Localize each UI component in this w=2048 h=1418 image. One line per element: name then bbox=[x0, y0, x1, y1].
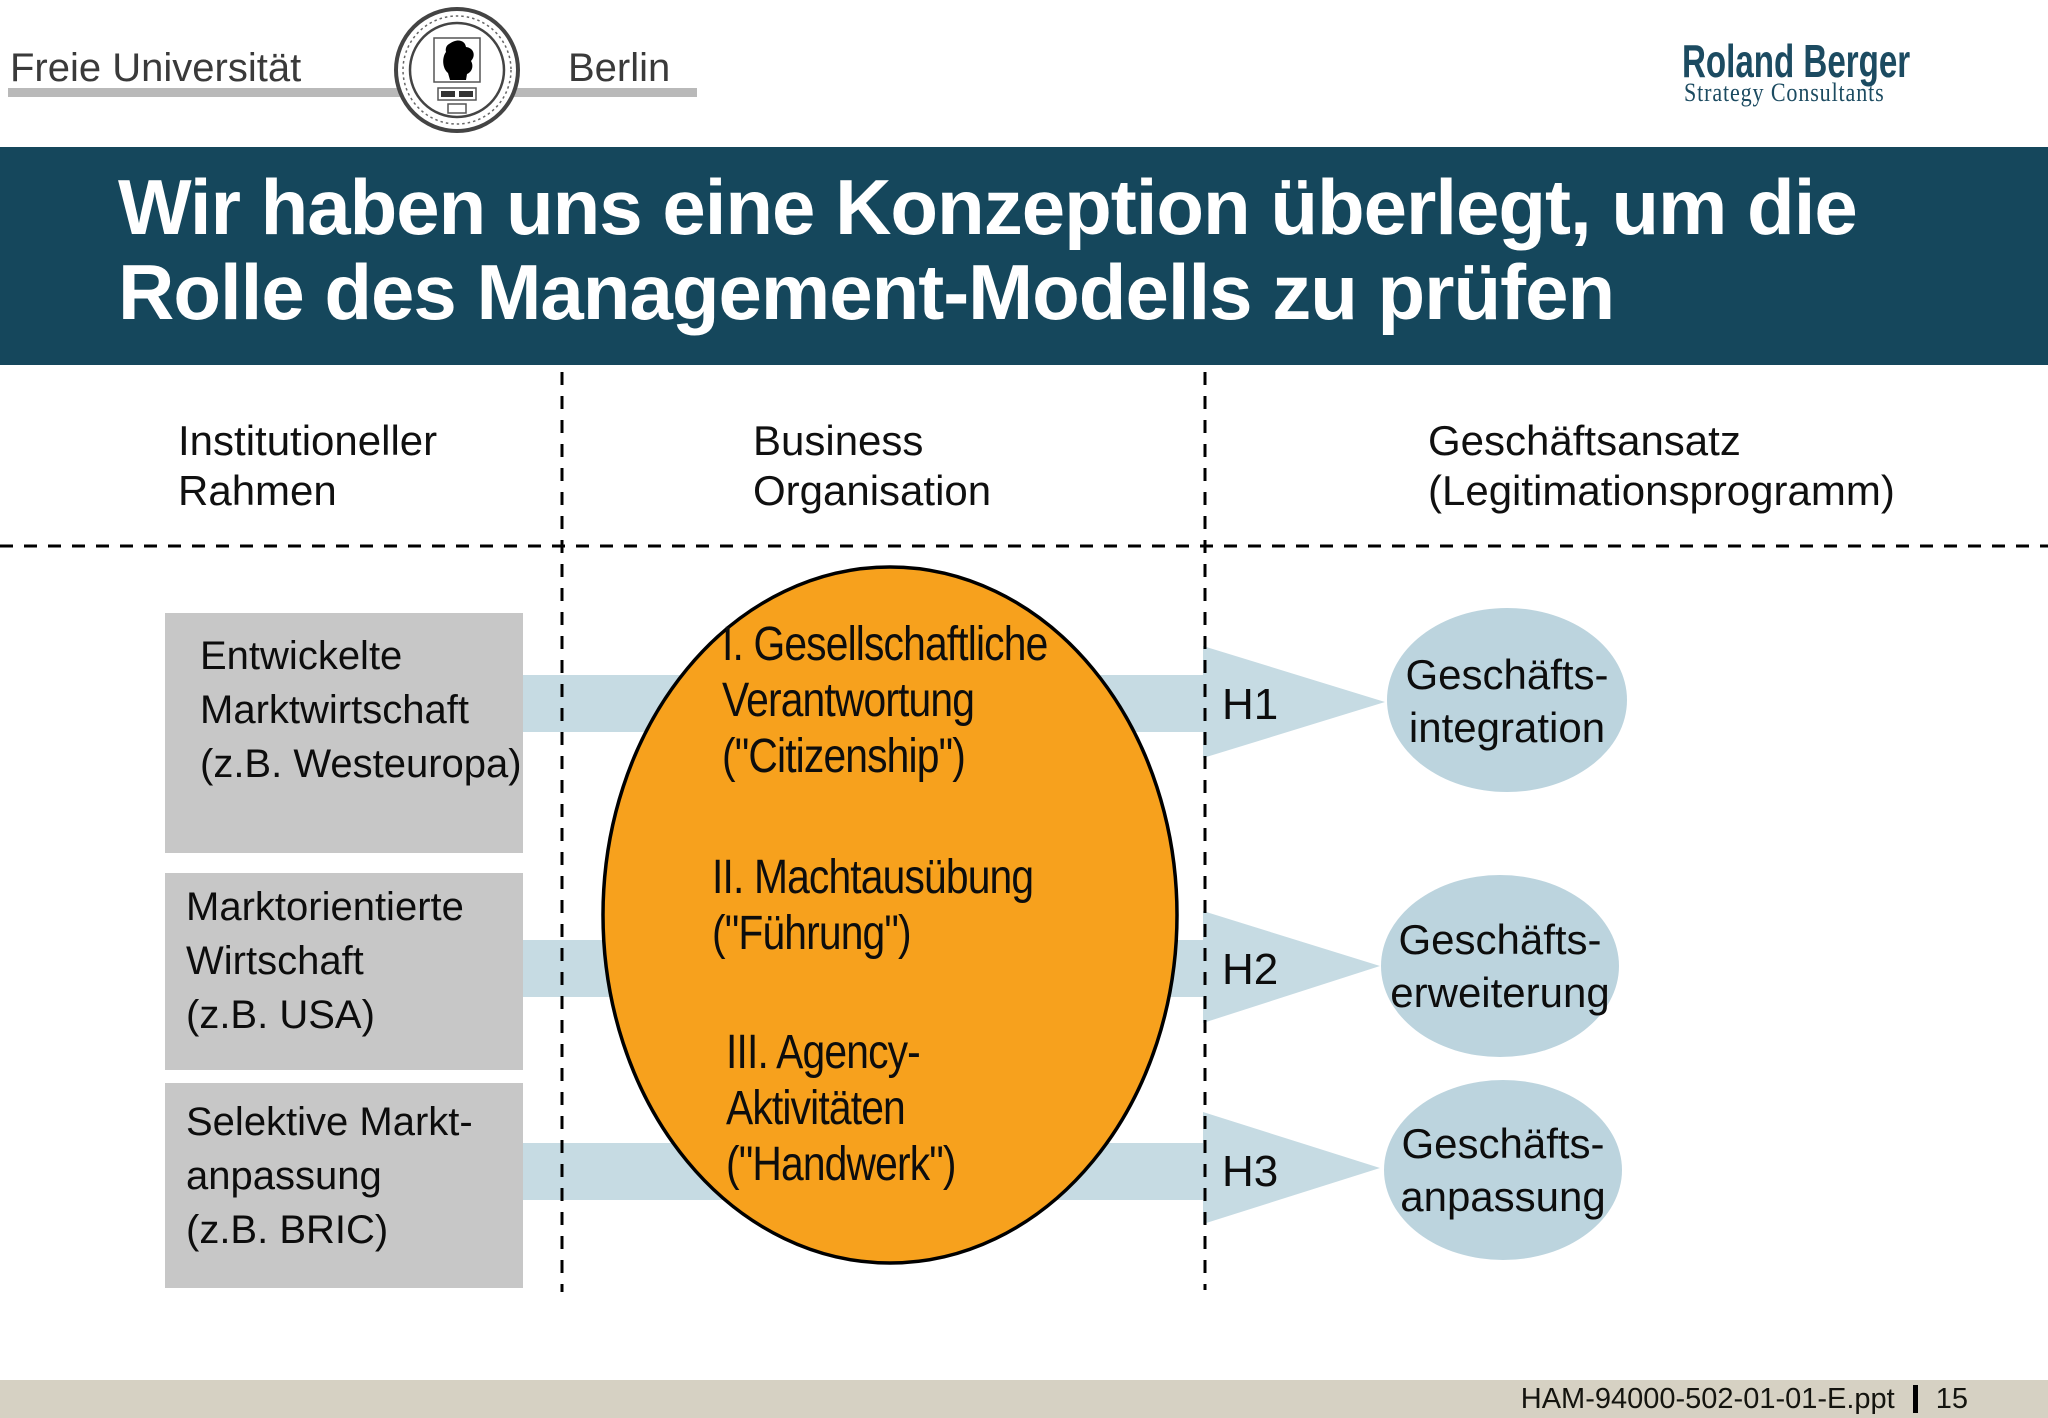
model-item-line: Verantwortung bbox=[722, 674, 975, 727]
footer-bar: HAM-94000-502-01-01-E.ppt 15 bbox=[0, 1380, 2048, 1418]
model-item-1: I. Gesellschaftliche Verantwortung ("Cit… bbox=[722, 617, 1048, 785]
model-item-2: II. Machtausübung ("Führung") bbox=[712, 850, 1034, 962]
box-label-line: anpassung bbox=[186, 1154, 382, 1198]
management-model-ellipse bbox=[601, 565, 1179, 1265]
column-header-line: Organisation bbox=[753, 467, 992, 514]
outcome-label-1: Geschäfts- integration bbox=[1387, 648, 1627, 754]
hypothesis-label-h2: H2 bbox=[1222, 945, 1279, 994]
column-header-line: Institutioneller bbox=[178, 417, 438, 464]
outcome-label-line: Geschäfts- bbox=[1405, 651, 1609, 698]
title-bar bbox=[0, 147, 2048, 365]
fu-berlin-logo-text-left: Freie Universität bbox=[10, 46, 302, 90]
column-header-line: Geschäftsansatz bbox=[1428, 417, 1741, 464]
box-label-line: Marktwirtschaft bbox=[200, 688, 469, 732]
institution-box-3-label: Selektive Markt- anpassung (z.B. BRIC) bbox=[186, 1095, 473, 1257]
footer-page-number: 15 bbox=[1935, 1382, 1968, 1415]
outcome-label-2: Geschäfts- erweiterung bbox=[1381, 913, 1619, 1019]
column-header-line: Rahmen bbox=[178, 467, 337, 514]
box-label-line: (z.B. USA) bbox=[186, 993, 375, 1037]
outcome-label-line: Geschäfts- bbox=[1401, 1120, 1605, 1167]
model-item-line: III. Agency- bbox=[726, 1026, 921, 1079]
outcome-label-line: anpassung bbox=[1400, 1173, 1606, 1220]
institution-box-1 bbox=[165, 613, 523, 853]
column-header-line: (Legitimationsprogramm) bbox=[1428, 467, 1895, 514]
model-item-line: ("Führung") bbox=[712, 907, 912, 960]
institution-box-2-label: Marktorientierte Wirtschaft (z.B. USA) bbox=[186, 880, 464, 1042]
arrow-head-h2 bbox=[1203, 911, 1380, 1023]
institution-box-1-label: Entwickelte Marktwirtschaft (z.B. Westeu… bbox=[200, 629, 522, 791]
box-label-line: (z.B. BRIC) bbox=[186, 1208, 389, 1252]
footer-separator bbox=[1912, 1385, 1918, 1413]
box-label-line: Wirtschaft bbox=[186, 939, 364, 983]
model-item-line: ("Handwerk") bbox=[726, 1138, 956, 1191]
outcome-ellipse-2 bbox=[1381, 875, 1619, 1057]
column-header-business: Business Organisation bbox=[753, 416, 991, 516]
model-item-line: I. Gesellschaftliche bbox=[722, 618, 1048, 671]
outcome-ellipse-1 bbox=[1387, 608, 1627, 792]
hypothesis-label-h1: H1 bbox=[1222, 680, 1279, 729]
box-label-line: Selektive Markt- bbox=[186, 1100, 473, 1144]
model-item-line: Aktivitäten bbox=[726, 1082, 906, 1135]
model-item-3: III. Agency- Aktivitäten ("Handwerk") bbox=[726, 1025, 956, 1193]
outcome-label-line: erweiterung bbox=[1390, 969, 1610, 1016]
column-header-institution: Institutioneller Rahmen bbox=[178, 416, 437, 516]
box-label-line: (z.B. Westeuropa) bbox=[200, 742, 522, 786]
roland-berger-logo-text: Roland Berger bbox=[1682, 35, 1911, 87]
fu-berlin-logo-text-right: Berlin bbox=[568, 46, 671, 90]
model-item-line: ("Citizenship") bbox=[722, 730, 966, 783]
slide-title-line2: Rolle des Management-Modells zu prüfen bbox=[118, 248, 1615, 336]
slide-title-line1: Wir haben uns eine Konzeption überlegt, … bbox=[118, 163, 1858, 251]
outcome-label-line: integration bbox=[1408, 704, 1606, 751]
slide-title: Wir haben uns eine Konzeption überlegt, … bbox=[118, 163, 1858, 336]
fu-logo-underline bbox=[8, 88, 697, 97]
hypothesis-label-h3: H3 bbox=[1222, 1147, 1279, 1196]
arrow-head-h1 bbox=[1203, 646, 1385, 758]
footer-filename: HAM-94000-502-01-01-E.ppt bbox=[1520, 1382, 1895, 1415]
box-label-line: Marktorientierte bbox=[186, 885, 464, 929]
fu-berlin-seal-icon bbox=[394, 7, 520, 133]
box-label-line: Entwickelte bbox=[200, 634, 403, 678]
model-item-line: II. Machtausübung bbox=[712, 851, 1034, 904]
outcome-label-line: Geschäfts- bbox=[1398, 916, 1602, 963]
arrow-head-h3 bbox=[1203, 1112, 1380, 1224]
institution-box-2 bbox=[165, 873, 523, 1070]
column-header-line: Business bbox=[753, 417, 924, 464]
column-header-geschaeftsansatz: Geschäftsansatz (Legitimationsprogramm) bbox=[1428, 416, 1895, 516]
outcome-label-3: Geschäfts- anpassung bbox=[1384, 1117, 1622, 1223]
roland-berger-logo-subtext: Strategy Consultants bbox=[1684, 78, 1885, 107]
outcome-ellipse-3 bbox=[1384, 1080, 1622, 1260]
institution-box-3 bbox=[165, 1083, 523, 1288]
